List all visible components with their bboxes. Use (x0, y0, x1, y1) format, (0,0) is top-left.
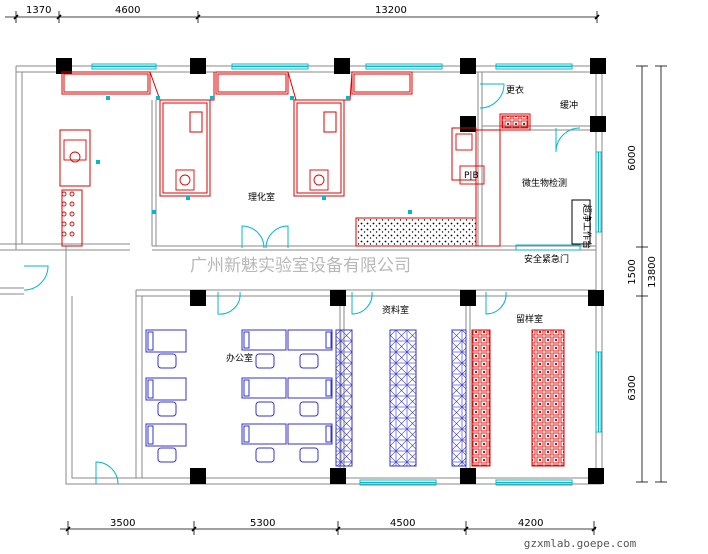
source-url: gzxmlab.goepe.com (524, 537, 637, 550)
safety-door-label: 安全紧急门 (524, 253, 569, 265)
room-label-sample: 留样室 (516, 313, 543, 325)
right-dimension-lines (636, 65, 667, 483)
office-chair (299, 401, 319, 417)
dim-top-2: 4600 (115, 5, 140, 16)
data-room-shelves (335, 329, 467, 467)
room-label-physchem: 理化室 (248, 191, 275, 203)
office-chair (299, 353, 319, 369)
desk-drawer (147, 425, 154, 445)
doors[interactable] (23, 83, 581, 485)
dim-bottom-1: 3500 (110, 518, 135, 529)
bottom-dimension-line (60, 521, 597, 535)
room-label-changing: 更衣 (506, 84, 524, 96)
desk-drawer (243, 331, 250, 349)
office-chair (157, 401, 177, 417)
top-dimension-line (5, 11, 600, 23)
sample-room-shelves (471, 329, 565, 467)
desk-drawer (243, 379, 250, 397)
outlet-markers (96, 96, 412, 214)
dim-bottom-4: 4200 (518, 518, 543, 529)
office-desk (287, 423, 333, 445)
desk-drawer (325, 425, 332, 443)
dim-bottom-2: 5300 (250, 518, 275, 529)
room-label-office: 办公室 (226, 352, 253, 364)
dim-right-2: 1500 (627, 259, 638, 284)
office-desk (145, 329, 187, 353)
bench-fixtures (61, 133, 485, 237)
office-desk (241, 377, 287, 399)
office-desk (287, 329, 333, 351)
desk-drawer (325, 379, 332, 397)
desk-drawer (325, 331, 332, 349)
company-watermark: 广州新魅实验室设备有限公司 (190, 256, 411, 276)
office-desk (287, 377, 333, 399)
office-chair (157, 353, 177, 369)
fume-hood-mark-pb: P|B (464, 171, 479, 181)
lab-benches (59, 71, 531, 247)
desk-drawer (147, 331, 154, 351)
dim-right-total: 13800 (647, 256, 658, 288)
office-chair (157, 447, 177, 463)
office-furniture (145, 329, 333, 463)
windows (91, 63, 602, 486)
central-island-bench (355, 217, 477, 247)
room-label-micro: 微生物检测 (522, 177, 567, 189)
clean-bench (571, 199, 591, 245)
dim-right-1: 6000 (627, 145, 638, 170)
office-chair (255, 447, 275, 463)
clean-bench-label: 超净工作台 (581, 204, 593, 249)
office-chair (255, 353, 275, 369)
dim-top-1: 1370 (26, 5, 51, 16)
office-desk (241, 329, 287, 351)
office-chair (255, 401, 275, 417)
desk-drawer (147, 379, 154, 399)
structural-columns (56, 58, 606, 484)
dim-right-3: 6300 (627, 375, 638, 400)
dim-bottom-3: 4500 (390, 518, 415, 529)
room-label-data: 资料室 (382, 304, 409, 316)
desk-drawer (243, 425, 250, 443)
office-desk (145, 423, 187, 447)
room-label-buffer: 缓冲 (560, 99, 578, 111)
office-desk (241, 423, 287, 445)
dim-top-3: 13200 (375, 5, 407, 16)
office-chair (299, 447, 319, 463)
office-desk (145, 377, 187, 401)
